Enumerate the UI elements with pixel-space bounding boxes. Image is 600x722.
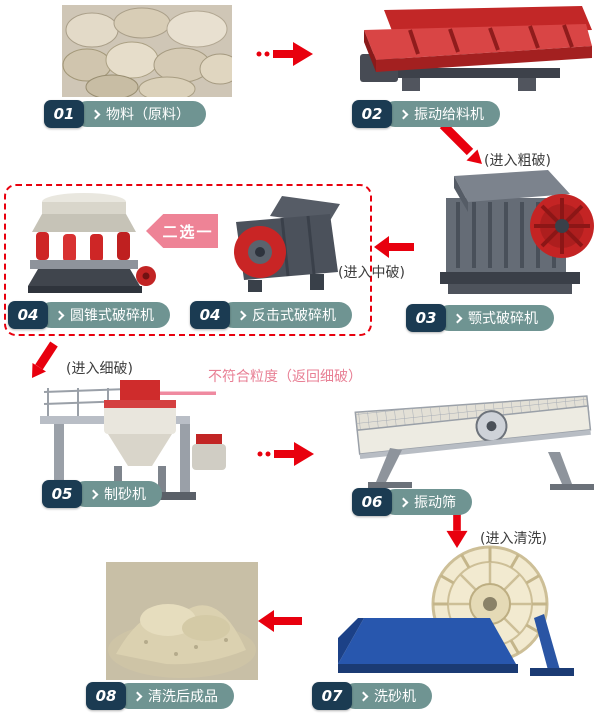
step-08-number: 08 xyxy=(86,682,126,710)
step-07-pill: 洗砂机 xyxy=(342,683,432,709)
step-04-impact-number: 04 xyxy=(190,301,230,329)
step-05-pill: 制砂机 xyxy=(72,481,162,507)
chevron-icon xyxy=(452,313,463,323)
step-05-label: 制砂机 xyxy=(104,487,146,503)
step-06-label: 振动筛 xyxy=(414,495,456,511)
step-04-cone-pill: 圆锥式破碎机 xyxy=(38,302,170,328)
step-03-pill: 颚式破碎机 xyxy=(436,305,554,331)
step-01-label: 物料（原料） xyxy=(106,107,190,123)
jaw-crusher-image xyxy=(428,168,596,298)
step-05: 05 制砂机 xyxy=(42,480,162,508)
chevron-icon xyxy=(358,691,369,701)
step-07-number: 07 xyxy=(312,682,352,710)
arrow-02-to-03-icon xyxy=(438,122,486,168)
step-04-impact-pill: 反击式破碎机 xyxy=(220,302,352,328)
step-06: 06 振动筛 xyxy=(352,488,472,516)
step-08-label: 清洗后成品 xyxy=(148,689,218,705)
step-04-cone-number: 04 xyxy=(8,301,48,329)
step-08: 08 清洗后成品 xyxy=(86,682,234,710)
step-02-pill: 振动给料机 xyxy=(382,101,500,127)
step-07: 07 洗砂机 xyxy=(312,682,432,710)
choose-one-group-box xyxy=(4,184,372,336)
step-04-cone-label: 圆锥式破碎机 xyxy=(70,308,154,324)
arrow-03-to-04-icon xyxy=(374,234,414,260)
arrow-07-to-08-icon xyxy=(258,608,302,634)
raw-material-image xyxy=(62,5,232,97)
step-01-pill: 物料（原料） xyxy=(74,101,206,127)
annotation-enter-fine: (进入细破) xyxy=(66,361,133,377)
vibrating-feeder-image xyxy=(350,4,595,96)
step-03-number: 03 xyxy=(406,304,446,332)
step-06-pill: 振动筛 xyxy=(382,489,472,515)
step-01: 01 物料（原料） xyxy=(44,100,206,128)
annotation-return-fine: 不符合粒度（返回细破） xyxy=(208,369,362,385)
chevron-icon xyxy=(54,310,65,320)
step-04-impact-label: 反击式破碎机 xyxy=(252,308,336,324)
chevron-icon xyxy=(236,310,247,320)
step-02-number: 02 xyxy=(352,100,392,128)
vibrating-screen-image xyxy=(352,384,597,490)
step-07-label: 洗砂机 xyxy=(374,689,416,705)
step-06-number: 06 xyxy=(352,488,392,516)
arrow-06-to-07-icon xyxy=(444,506,470,548)
chevron-icon xyxy=(90,109,101,119)
impact-crusher-image xyxy=(222,194,344,296)
finished-sand-image xyxy=(106,562,258,680)
step-02: 02 振动给料机 xyxy=(352,100,500,128)
step-04-cone: 04 圆锥式破碎机 xyxy=(8,301,170,329)
choose-one-label: 二选一 xyxy=(162,222,214,241)
step-04-impact: 04 反击式破碎机 xyxy=(190,301,352,329)
step-05-number: 05 xyxy=(42,480,82,508)
step-02-label: 振动给料机 xyxy=(414,107,484,123)
annotation-enter-wash: (进入清洗) xyxy=(480,531,547,547)
arrow-05-to-06-icon xyxy=(256,438,316,470)
step-01-number: 01 xyxy=(44,100,84,128)
annotation-enter-medium: (进入中破) xyxy=(338,265,405,281)
annotation-enter-coarse: (进入粗破) xyxy=(484,153,551,169)
step-03: 03 颚式破碎机 xyxy=(406,304,554,332)
choose-one-badge: 二选一 xyxy=(146,214,218,248)
chevron-icon xyxy=(88,489,99,499)
chevron-icon xyxy=(398,497,409,507)
chevron-icon xyxy=(132,691,143,701)
arrow-01-to-02-icon xyxy=(255,38,315,70)
cone-crusher-image xyxy=(22,190,157,295)
step-08-pill: 清洗后成品 xyxy=(116,683,234,709)
step-03-label: 颚式破碎机 xyxy=(468,311,538,327)
sand-washer-image xyxy=(338,544,593,678)
arrow-04-to-05-icon xyxy=(22,340,62,380)
chevron-icon xyxy=(398,109,409,119)
